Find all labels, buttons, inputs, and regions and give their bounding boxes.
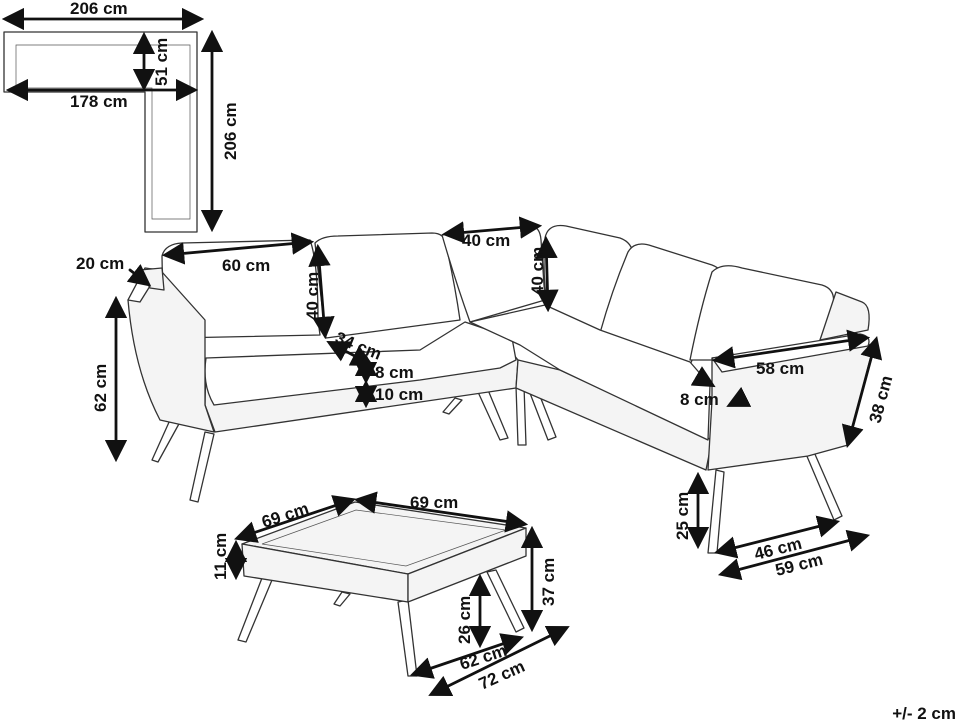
sofa-leg <box>477 389 509 441</box>
cushion-thickness-label: 8 cm <box>375 363 414 382</box>
left-armrest <box>127 267 215 433</box>
table-top-depth-dimension <box>234 495 356 543</box>
table-leg <box>237 577 273 643</box>
seat-width-dimension <box>161 232 315 265</box>
back-width-dimension <box>441 216 543 244</box>
table-total-width-dimension <box>428 625 570 697</box>
sofa-leg <box>805 451 843 521</box>
table-leg <box>486 569 525 633</box>
back-height-2-dimension <box>535 235 559 313</box>
seat-width-label: 60 cm <box>222 256 270 275</box>
table-leg <box>397 599 418 677</box>
back-height-2-label: 40 cm <box>528 247 547 295</box>
leg-height-label: 25 cm <box>673 492 692 540</box>
arm-width-label: 8 cm <box>680 390 719 409</box>
table-leg-height-label: 26 cm <box>455 596 474 644</box>
tolerance-note: +/- 2 cm <box>892 704 956 723</box>
sofa-leg <box>515 385 527 446</box>
table-top-width-dimension <box>353 491 529 533</box>
arm-width-dimension-a <box>690 366 716 388</box>
arm-length-dimension <box>711 329 871 369</box>
sofa-leg <box>707 469 725 554</box>
arm-height-label: 38 cm <box>866 374 897 425</box>
plan-view: 206 cm 51 cm 178 cm 206 cm <box>1 0 240 233</box>
sofa-leg <box>189 431 215 503</box>
plan-outline <box>3 31 198 233</box>
arm-width-dimension-b <box>726 386 752 407</box>
back-height-dimension <box>308 243 335 340</box>
total-depth-dimension <box>717 529 871 581</box>
table-height-label: 37 cm <box>539 558 558 606</box>
armrest-label: 20 cm <box>76 254 124 273</box>
plan-inner-width-label: 178 cm <box>70 92 128 111</box>
arm-length-label: 58 cm <box>756 359 804 378</box>
sectional-sofa: 20 cm 60 cm 40 cm 40 cm 40 cm 34 cm 8 cm… <box>76 216 897 581</box>
table-thickness-label: 11 cm <box>211 533 230 580</box>
back-height-label: 40 cm <box>303 272 322 320</box>
plan-depth-label: 51 cm <box>152 38 171 86</box>
total-height-label: 62 cm <box>91 364 110 412</box>
sofa-leg <box>442 397 463 415</box>
table-top-width-label: 69 cm <box>410 493 458 512</box>
coffee-table: 69 cm 69 cm 11 cm 37 cm 26 cm 62 cm 72 c… <box>211 491 570 697</box>
arm-height-dimension <box>841 335 883 449</box>
plan-top-width-label: 206 cm <box>70 0 128 18</box>
table-leg <box>333 591 351 607</box>
armrest-dimension <box>126 263 152 287</box>
plan-side-label: 206 cm <box>221 102 240 160</box>
back-cushion <box>314 232 461 339</box>
base-thickness-label: 10 cm <box>375 385 423 404</box>
sofa-leg <box>151 419 181 463</box>
back-width-label: 40 cm <box>462 231 510 250</box>
